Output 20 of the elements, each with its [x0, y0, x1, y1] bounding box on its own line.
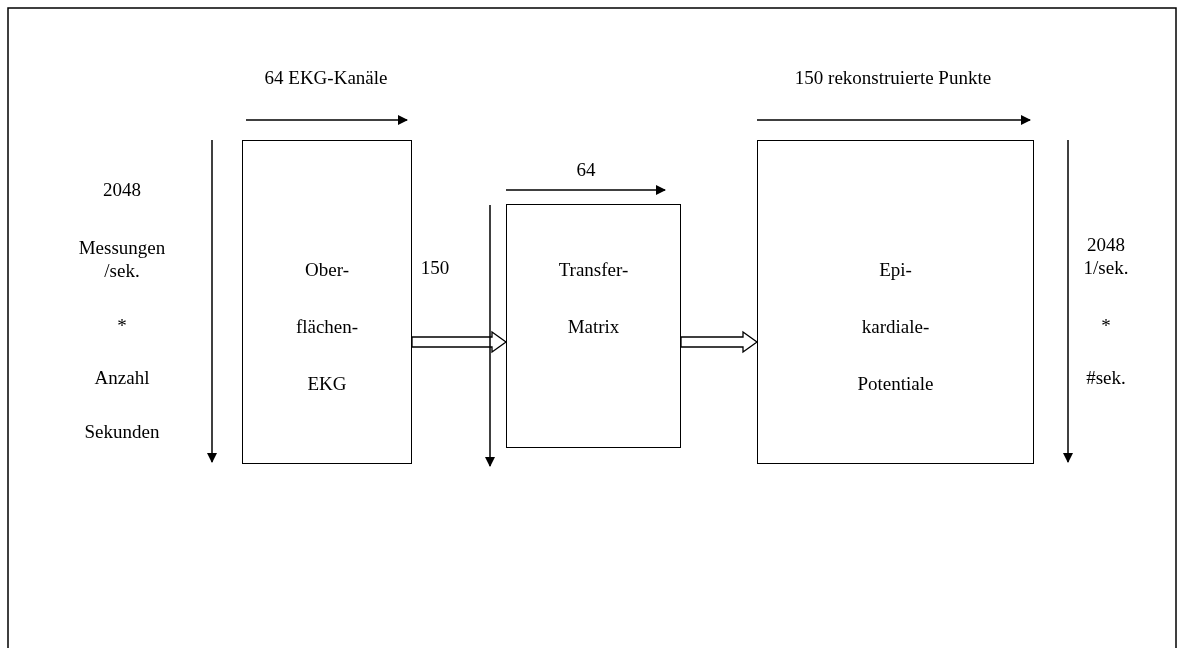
dimension-label: * [1100, 314, 1112, 337]
dimension-label: * [116, 314, 128, 337]
dimension-label: Anzahl [93, 366, 151, 389]
dimension-label: Messungen /sek. [77, 236, 167, 282]
dimension-label: 150 rekonstruierte Punkte [793, 66, 993, 89]
dimension-label: 64 EKG-Kanäle [263, 66, 389, 89]
dimension-label: 2048 [102, 178, 142, 201]
dimension-label: #sek. [1085, 366, 1127, 389]
hollow-arrow [680, 330, 759, 354]
hollow-arrow [411, 330, 508, 354]
matrix-box [242, 140, 412, 464]
matrix-box [506, 204, 681, 448]
matrix-box [757, 140, 1034, 464]
dimension-label: Sekunden [83, 420, 161, 443]
dimension-label: 64 [575, 158, 597, 181]
box-label: Transfer- Matrix [557, 258, 630, 339]
box-label: Epi- kardiale- Potentiale [856, 258, 935, 396]
box-label: Ober- flächen- EKG [294, 258, 360, 396]
dimension-label: 2048 1/sek. [1082, 233, 1130, 279]
dimension-label: 150 [419, 256, 451, 279]
